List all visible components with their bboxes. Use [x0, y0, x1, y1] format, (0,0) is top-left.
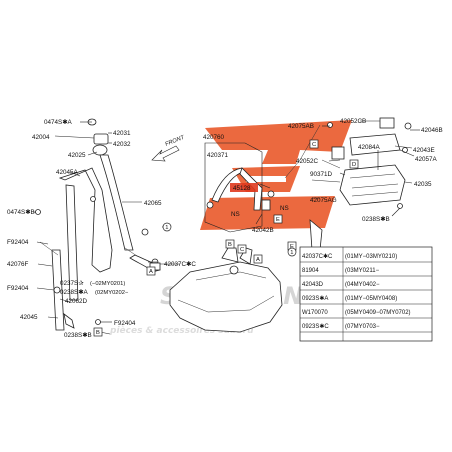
label-42076f: 42076F — [7, 261, 29, 268]
label-ns-1: NS — [231, 211, 240, 218]
logo-gap — [246, 176, 286, 182]
reference-table: 1 42037C✱C (01MY−03MY0210) 81904 (03MY02… — [287, 246, 433, 342]
svg-text:A: A — [256, 257, 260, 263]
label-42043e: 42043E — [413, 147, 435, 154]
fuel-tank — [169, 247, 283, 333]
svg-text:B: B — [228, 242, 232, 248]
svg-text:E: E — [276, 217, 280, 223]
table-row-1-range: (01MY−03MY0210) — [345, 254, 397, 260]
table-row-5-part: W170070 — [302, 310, 328, 316]
label-42052c: 42052C — [296, 158, 319, 165]
label-42035: 42035 — [414, 181, 432, 188]
table-row-2-part: 81904 — [302, 268, 319, 274]
leader-lines — [33, 120, 420, 335]
label-f92404-2: F92404 — [7, 285, 29, 292]
svg-text:FRONT: FRONT — [165, 135, 186, 148]
svg-text:1: 1 — [290, 250, 293, 256]
label-ns-2: NS — [280, 205, 289, 212]
label-42037c: 42037C✱C — [164, 261, 196, 268]
table-row-5-range: (05MY0409−07MY0702) — [345, 310, 411, 316]
label-42084a: 42084A — [358, 144, 381, 151]
label-02my0201: (−02MY0201) — [90, 281, 125, 287]
logo-swoosh-bottom — [200, 196, 335, 230]
table-row-1-part: 42037C✱C — [302, 253, 333, 260]
label-0238sb-right: 0238S✱B — [362, 216, 390, 223]
canister-assembly — [284, 117, 412, 251]
label-42045a: 42045A — [56, 169, 79, 176]
table-row-4-range: (01MY−05MY0408) — [345, 296, 397, 302]
connection-markers: 1 B C A A B E E C D — [93, 139, 359, 337]
label-f92404-3: F92404 — [114, 320, 136, 327]
part-labels: 0474S✱A 42004 42031 42032 42025 42045A 0… — [7, 118, 443, 339]
label-45128: 45128 — [233, 185, 251, 192]
table-row-6-part: 0923S✱C — [302, 323, 329, 330]
svg-text:C: C — [312, 142, 316, 148]
label-42075ag: 42075AG — [310, 197, 337, 204]
table-row-4-part: 0923S✱A — [302, 295, 328, 302]
label-42057a: 42057A — [415, 156, 438, 163]
logo-swoosh-top — [205, 120, 352, 164]
hose-assembly — [204, 142, 275, 233]
label-42042b: 42042B — [252, 227, 274, 234]
label-42045: 42045 — [20, 314, 38, 321]
table-row-3-part: 42043D — [302, 282, 324, 288]
label-42062d: 42062D — [65, 298, 88, 305]
label-0237s: 0237S✰ — [60, 280, 83, 287]
label-f92404-1: F92404 — [7, 239, 29, 246]
label-42075ab: 42075AB — [288, 123, 314, 130]
label-42046b: 42046B — [421, 127, 443, 134]
filler-neck-assembly — [35, 118, 161, 331]
watermark-tagline: pièces & accessoires subaru — [109, 325, 254, 336]
label-02my0202: (02MY0202− — [95, 290, 129, 296]
label-420760: 420760 — [203, 134, 225, 141]
label-42025: 42025 — [68, 152, 86, 159]
table-row-3-range: (04MY0402− — [345, 282, 380, 288]
svg-text:D: D — [352, 162, 356, 168]
label-90371d: 90371D — [310, 171, 333, 178]
label-0238sb: 0238S✱B — [64, 332, 92, 339]
table-row-2-range: (03MY0211− — [345, 268, 380, 274]
svg-text:E: E — [290, 244, 294, 250]
svg-text:C: C — [240, 247, 244, 253]
svg-text:1: 1 — [165, 225, 168, 231]
label-42032: 42032 — [113, 141, 131, 148]
front-arrow: FRONT — [151, 135, 186, 162]
svg-text:B: B — [96, 330, 100, 336]
label-42052cb: 42052CB — [340, 118, 366, 125]
label-42065: 42065 — [144, 200, 162, 207]
label-42004: 42004 — [32, 134, 50, 141]
label-0474sa: 0474S✱A — [44, 119, 72, 126]
label-42031: 42031 — [113, 130, 131, 137]
label-420371: 420371 — [207, 152, 229, 159]
table-row-6-range: (07MY0703− — [345, 324, 380, 330]
label-0238sa: 0238S✱A — [60, 289, 88, 296]
highlight-45128 — [230, 183, 258, 192]
svg-text:A: A — [149, 269, 153, 275]
label-0474sb: 0474S✱B — [7, 209, 35, 216]
